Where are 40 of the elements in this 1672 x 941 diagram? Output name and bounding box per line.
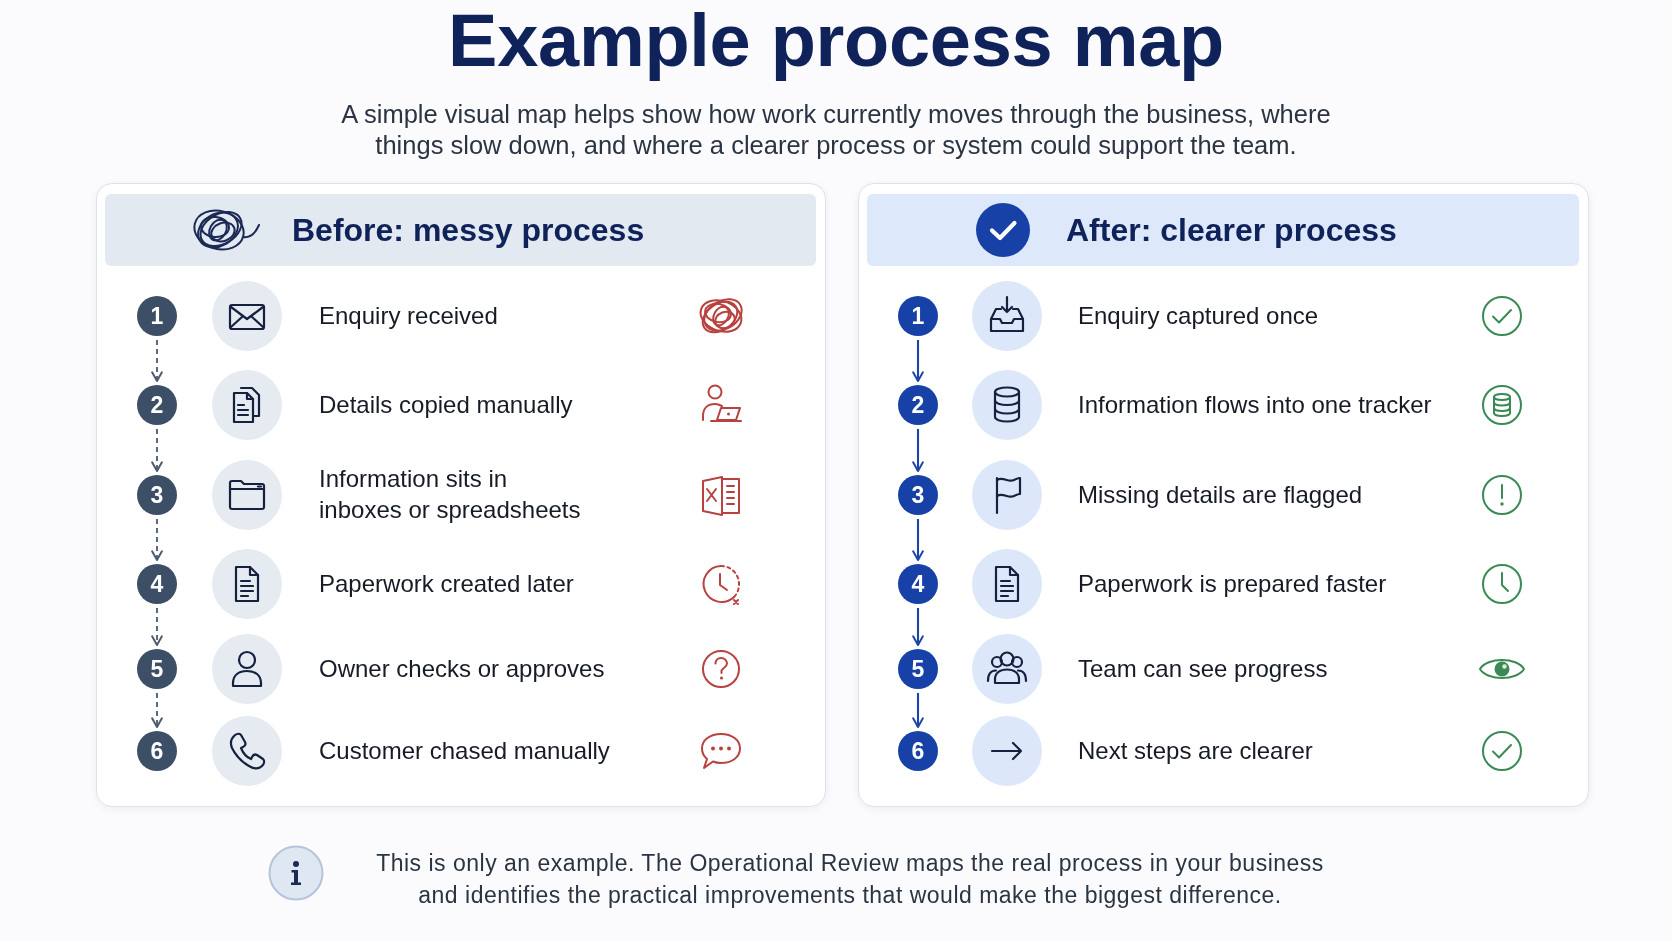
step-description: Next steps are clearer [1078, 735, 1313, 766]
step-number-badge: 5 [137, 649, 177, 689]
step-description: Enquiry captured once [1078, 300, 1319, 331]
step-description: Missing details are flagged [1078, 479, 1363, 510]
step-number-badge: 1 [898, 296, 938, 336]
arrow [912, 429, 924, 472]
arrow [912, 519, 924, 561]
step-description: Paperwork is prepared faster [1078, 568, 1387, 599]
step-description: Paperwork created later [319, 568, 574, 599]
step-description: Customer chased manually [319, 735, 610, 766]
step-number-badge: 3 [137, 475, 177, 515]
footnote: This is only an example. The Operational Review maps the real process in your business and identifies the practical improvements that would make the biggest difference. [375, 849, 1325, 910]
step-number-badge: 2 [898, 385, 938, 425]
step-description: Information flows into one tracker [1078, 389, 1432, 420]
subtitle: A simple visual map helps show how work currently moves through the business, where things slow down, and where a clearer process or system could support the team. [340, 99, 1332, 161]
step-number-badge: 6 [898, 731, 938, 771]
step-number-badge: 6 [137, 731, 177, 771]
step-number-badge: 2 [137, 385, 177, 425]
step-number-badge: 4 [898, 564, 938, 604]
panel-card [96, 183, 826, 807]
step-description: Enquiry received [319, 300, 498, 331]
step-number-badge: 5 [898, 649, 938, 689]
dashed-arrow [151, 518, 163, 561]
step-number-badge: 1 [137, 296, 177, 336]
dashed-arrow [151, 692, 163, 728]
step-description: Owner checks or approves [319, 653, 605, 684]
dashed-arrow [151, 339, 163, 382]
arrow [912, 608, 924, 646]
arrow [912, 693, 924, 728]
dashed-arrow [151, 428, 163, 472]
panel-heading: After: clearer process [1066, 211, 1397, 249]
panel-heading: Before: messy process [292, 211, 645, 249]
arrow [912, 340, 924, 382]
step-description: Team can see progress [1078, 653, 1328, 684]
panel-card [858, 183, 1589, 807]
step-number-badge: 4 [137, 564, 177, 604]
step-description: Information sits in inboxes or spreadsheets [319, 464, 582, 525]
step-number-badge: 3 [898, 475, 938, 515]
dashed-arrow [151, 607, 163, 646]
step-description: Details copied manually [319, 389, 573, 420]
